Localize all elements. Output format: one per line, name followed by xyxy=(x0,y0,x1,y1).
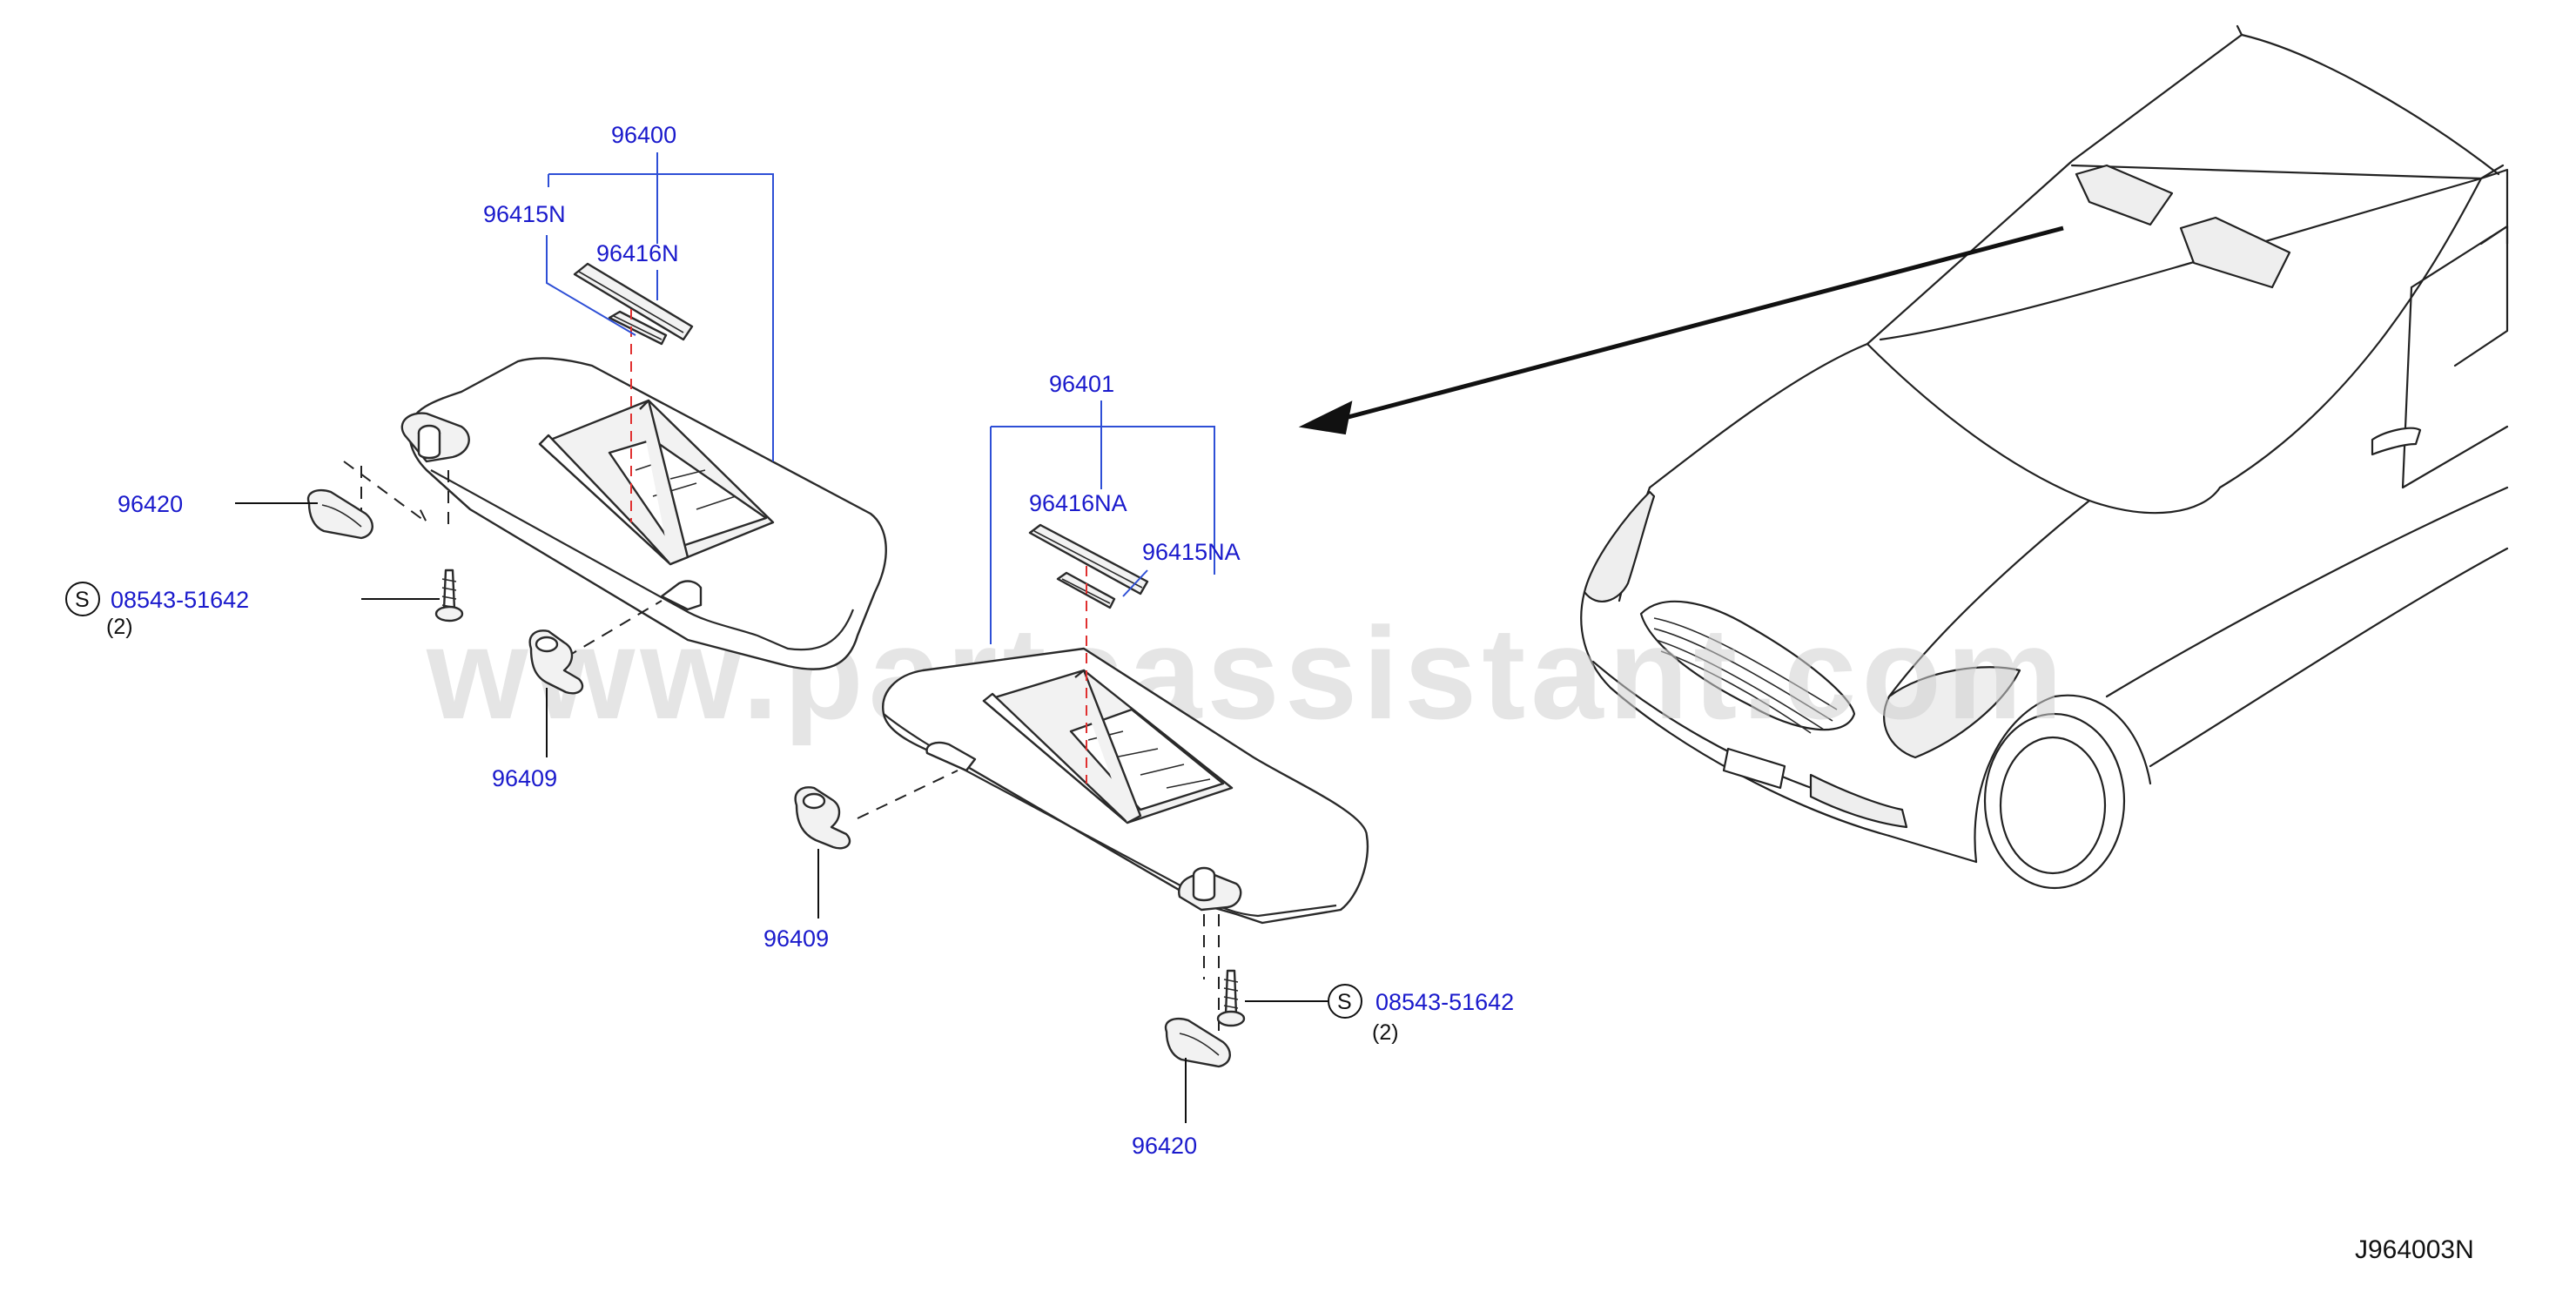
label-rh-08543-51642: 08543-51642 xyxy=(1375,989,1514,1015)
lh-s-symbol: S xyxy=(75,588,90,612)
diagram-id: J964003N xyxy=(2355,1235,2474,1264)
label-96401: 96401 xyxy=(1049,371,1114,397)
vehicle-illustration xyxy=(1298,24,2509,890)
label-96416na: 96416NA xyxy=(1029,490,1127,516)
lh-clip-dashed-leader xyxy=(343,461,427,523)
label-96415na: 96415NA xyxy=(1142,539,1241,565)
lh-vanity-cover-parts xyxy=(573,262,694,346)
lh-bracket-part xyxy=(528,629,584,695)
label-lh-96409: 96409 xyxy=(492,765,557,791)
label-96415n: 96415N xyxy=(483,201,566,227)
rh-sun-visor-group xyxy=(882,647,1369,925)
rh-clip-part xyxy=(1164,1017,1231,1068)
label-rh-96420: 96420 xyxy=(1132,1133,1197,1159)
label-rh-screw-qty: (2) xyxy=(1372,1020,1399,1045)
rh-callouts: 96401 96416NA 96415NA 96409 S 08543-5164… xyxy=(763,371,1514,1159)
lh-sun-visor-group xyxy=(400,357,887,670)
label-lh-08543-51642: 08543-51642 xyxy=(111,587,249,613)
label-lh-96420: 96420 xyxy=(118,491,183,517)
lh-s-symbol-circle xyxy=(65,582,100,616)
rh-s-symbol-circle xyxy=(1328,984,1362,1019)
label-rh-96409: 96409 xyxy=(763,925,829,952)
label-lh-screw-qty: (2) xyxy=(106,615,133,639)
lh-clip-part xyxy=(306,488,373,540)
rh-screw-part xyxy=(1216,969,1246,1027)
lh-callouts: 96400 96415N 96416N 96420 S 08543-51642 … xyxy=(65,122,774,791)
label-96416n: 96416N xyxy=(596,240,679,266)
lh-bracket-dashed-leader xyxy=(565,600,662,658)
label-96400: 96400 xyxy=(611,122,676,148)
rh-s-symbol: S xyxy=(1337,990,1352,1014)
rh-bracket-dashed-leader xyxy=(857,770,958,819)
lh-screw-part xyxy=(434,569,464,622)
rh-bracket-part xyxy=(794,786,851,850)
rh-vanity-cover-parts xyxy=(1028,523,1149,609)
